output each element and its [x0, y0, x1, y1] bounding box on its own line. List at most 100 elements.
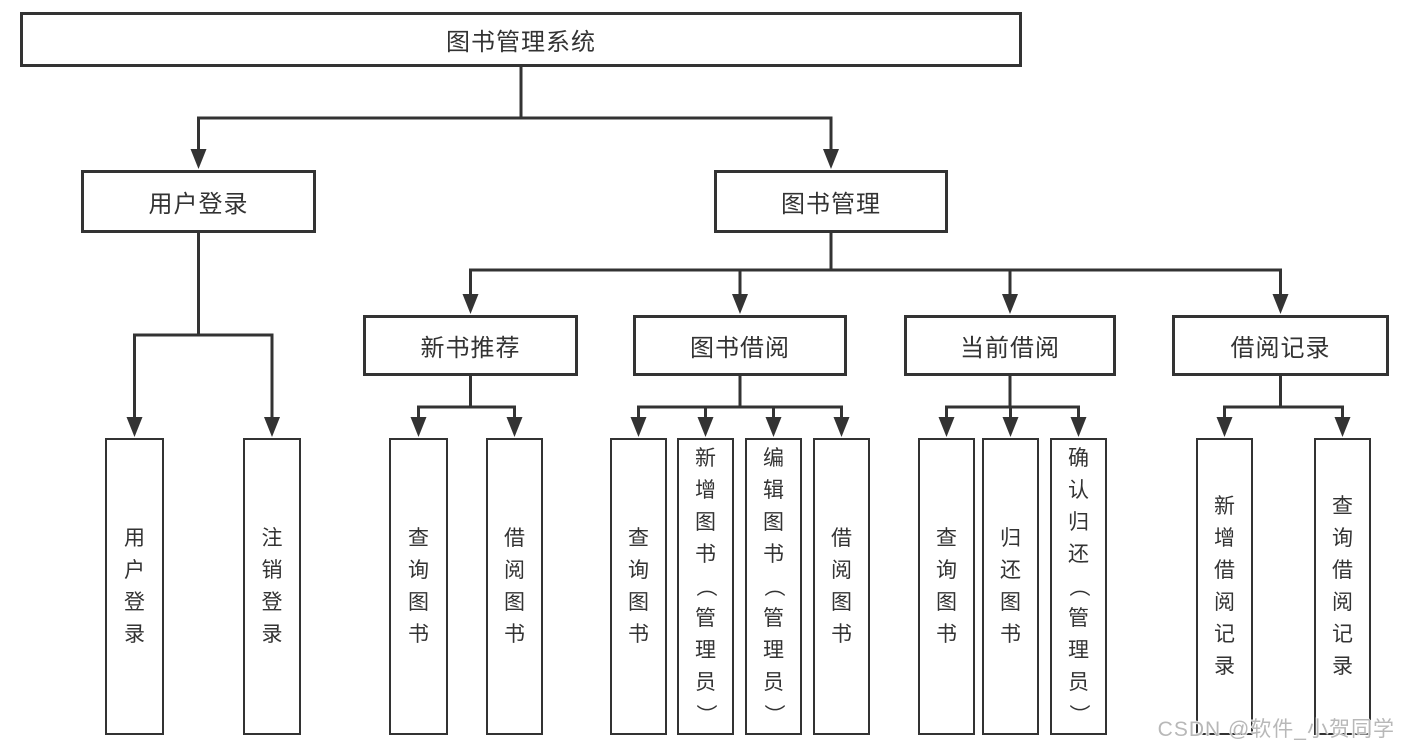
csdn-watermark: CSDN @软件_小贺同学: [1157, 718, 1395, 741]
leaf-confirm-return-admin: 确认归还（管理员）: [1050, 438, 1107, 735]
vertical-char: 书: [763, 543, 784, 566]
vertical-char: 查: [936, 527, 957, 550]
vertical-char: 图: [763, 511, 784, 534]
vertical-char: 图: [936, 591, 957, 614]
vertical-char: 借: [831, 527, 852, 550]
arrowhead-icon: [938, 417, 955, 437]
vertical-char: 阅: [504, 559, 525, 582]
leaf-user-login: 用户登录: [105, 438, 164, 735]
vertical-char: 录: [261, 623, 283, 646]
leaf-label: 用户登录: [124, 528, 145, 645]
vertical-char: 查: [628, 527, 649, 550]
vertical-char: 图: [628, 591, 649, 614]
arrowhead-icon: [1272, 294, 1289, 314]
vertical-char: 图: [504, 591, 525, 614]
arrowhead-icon: [697, 417, 714, 437]
vertical-char: 图: [695, 511, 716, 534]
vertical-char: 图: [831, 591, 852, 614]
vertical-char: 用: [124, 527, 145, 550]
vertical-char: （: [762, 576, 785, 597]
node-label: 图书管理系统: [446, 29, 596, 56]
vertical-char: 员: [763, 671, 784, 694]
arrowhead-icon: [1002, 294, 1018, 314]
vertical-char: 确: [1068, 447, 1089, 470]
arrowhead-icon: [1216, 417, 1233, 437]
leaf-label: 查询借阅记录: [1332, 496, 1353, 677]
vertical-char: 录: [1332, 655, 1353, 678]
arrowhead-icon: [462, 294, 479, 314]
node-label: 借阅记录: [1230, 335, 1331, 362]
node-label: 当前借阅: [960, 335, 1060, 362]
vertical-char: ）: [694, 704, 717, 725]
vertical-char: 注: [261, 527, 283, 550]
leaf-query-borrow-record: 查询借阅记录: [1314, 438, 1371, 735]
arrowhead-icon: [732, 294, 748, 314]
vertical-char: 新: [1214, 495, 1235, 518]
vertical-char: 管: [695, 607, 716, 630]
arrowhead-icon: [765, 417, 782, 437]
vertical-char: 辑: [763, 479, 784, 502]
leaf-label: 查询图书: [408, 528, 429, 645]
vertical-char: 员: [695, 671, 716, 694]
vertical-char: 增: [695, 479, 716, 502]
leaf-label: 新增借阅记录: [1214, 496, 1235, 677]
arrowhead-icon: [1334, 417, 1351, 437]
vertical-char: 书: [695, 543, 716, 566]
node-book-borrow: 图书借阅: [633, 315, 847, 376]
vertical-char: 录: [124, 623, 145, 646]
vertical-char: （: [694, 576, 717, 597]
vertical-char: 登: [124, 591, 145, 614]
arrowhead-icon: [1070, 417, 1087, 437]
vertical-char: 询: [1332, 527, 1353, 550]
vertical-char: 还: [1068, 543, 1089, 566]
arrowhead-icon: [823, 149, 839, 169]
vertical-char: 户: [124, 559, 145, 582]
leaf-query-books-borrow: 查询图书: [610, 438, 667, 735]
vertical-char: 管: [763, 607, 784, 630]
vertical-char: 录: [1214, 655, 1235, 678]
vertical-char: 记: [1214, 623, 1235, 646]
leaf-label: 借阅图书: [504, 528, 525, 645]
vertical-char: 阅: [831, 559, 852, 582]
leaf-edit-books-admin: 编辑图书（管理员）: [745, 438, 802, 735]
vertical-char: 归: [1000, 527, 1021, 550]
leaf-label: 注销登录: [262, 528, 283, 645]
vertical-char: 理: [695, 639, 716, 662]
arrowhead-icon: [833, 417, 850, 437]
node-label: 图书管理: [781, 191, 881, 218]
arrowhead-icon: [410, 417, 427, 437]
vertical-char: ）: [1067, 704, 1090, 725]
vertical-char: 还: [1000, 559, 1021, 582]
vertical-char: 借: [504, 527, 525, 550]
vertical-char: 查: [408, 527, 429, 550]
vertical-char: 书: [408, 623, 429, 646]
node-new-book-recommend: 新书推荐: [363, 315, 578, 376]
leaf-label: 归还图书: [1000, 528, 1021, 645]
vertical-char: 认: [1068, 479, 1089, 502]
arrowhead-icon: [1002, 417, 1019, 437]
vertical-char: 图: [408, 591, 429, 614]
vertical-char: 书: [1000, 623, 1021, 646]
vertical-char: 理: [763, 639, 784, 662]
vertical-char: 新: [695, 447, 716, 470]
vertical-char: 书: [831, 623, 852, 646]
leaf-query-books-recommend: 查询图书: [389, 438, 448, 735]
vertical-char: 书: [504, 623, 525, 646]
node-book-management: 图书管理: [714, 170, 948, 233]
vertical-char: 归: [1068, 511, 1089, 534]
leaf-borrow-books-recommend: 借阅图书: [486, 438, 543, 735]
arrowhead-icon: [126, 417, 143, 437]
vertical-char: 书: [936, 623, 957, 646]
leaf-label: 新增图书 （ 管理员 ）: [694, 447, 717, 725]
vertical-char: ）: [762, 704, 785, 725]
leaf-add-borrow-record: 新增借阅记录: [1196, 438, 1253, 735]
vertical-char: 图: [1000, 591, 1021, 614]
vertical-char: 理: [1068, 639, 1089, 662]
leaf-label: 编辑图书（管理员）: [762, 448, 785, 725]
node-label: 用户登录: [148, 191, 249, 218]
arrowhead-icon: [506, 417, 523, 437]
leaf-add-books-admin: 新增图书 （ 管理员 ）: [677, 438, 734, 735]
vertical-char: （: [1067, 576, 1090, 597]
